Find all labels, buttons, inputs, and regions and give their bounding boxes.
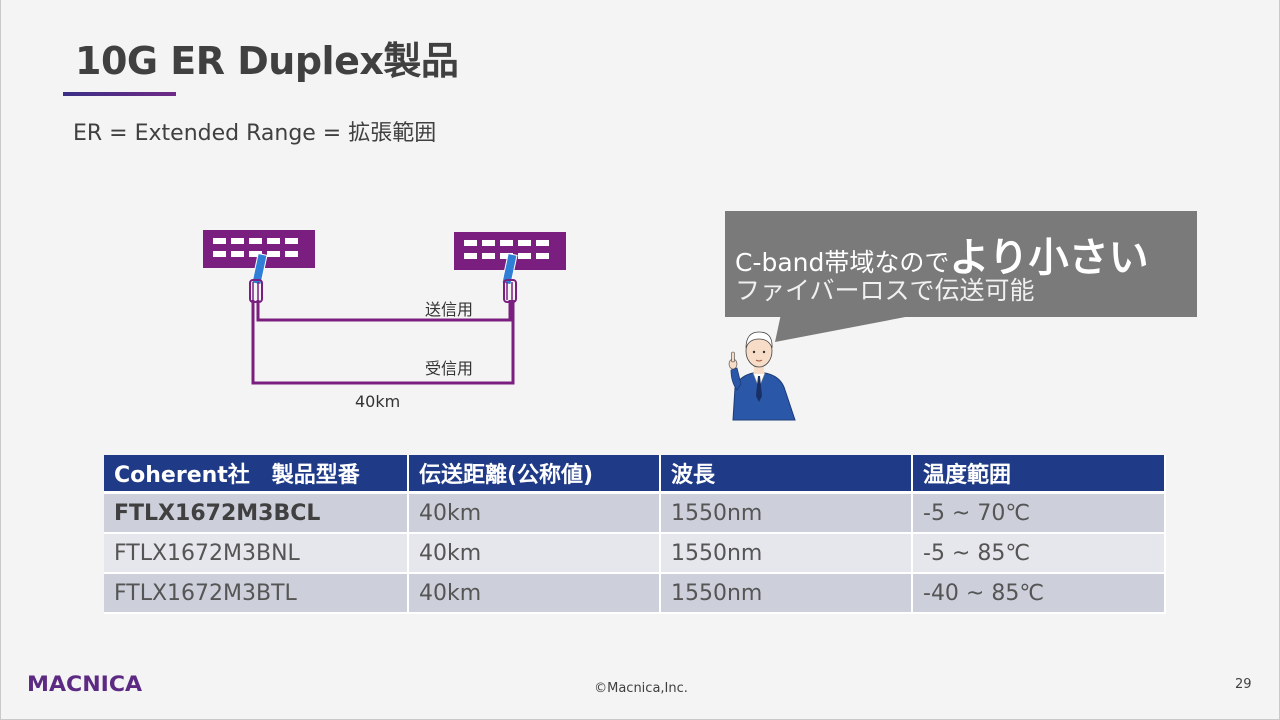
cell-distance: 40km <box>408 533 661 574</box>
product-table: Coherent社 製品型番 伝送距離(公称値) 波長 温度範囲 FTLX167… <box>104 455 1166 614</box>
cell-temperature: -5 ~ 85℃ <box>912 533 1166 574</box>
subtitle: ER = Extended Range = 拡張範囲 <box>73 121 437 146</box>
cell-wavelength: 1550nm <box>660 573 913 614</box>
header-part-number: Coherent社 製品型番 <box>104 455 409 494</box>
cell-temperature: -5 ~ 70℃ <box>912 492 1166 534</box>
table-row: FTLX1672M3BCL 40km 1550nm -5 ~ 70℃ <box>104 492 1166 534</box>
callout-line2: ファイバーロスで伝送可能 <box>735 276 1035 305</box>
right-connector-icon <box>501 252 518 303</box>
table-row: FTLX1672M3BNL 40km 1550nm -5 ~ 85℃ <box>104 533 1166 574</box>
left-switch-icon <box>203 230 315 268</box>
speech-callout: C-band帯域なのでより小さい ファイバーロスで伝送可能 <box>725 211 1197 317</box>
tx-label: 送信用 <box>425 300 474 319</box>
header-distance: 伝送距離(公称値) <box>408 455 661 494</box>
cell-distance: 40km <box>408 573 661 614</box>
tx-fiber-line <box>256 300 512 322</box>
rx-fiber-line <box>251 300 515 385</box>
copyright: ©Macnica,Inc. <box>594 681 688 696</box>
page-title: 10G ER Duplex製品 <box>75 39 459 83</box>
page-number: 29 <box>1235 677 1252 692</box>
table-row: FTLX1672M3BTL 40km 1550nm -40 ~ 85℃ <box>104 573 1166 614</box>
cell-temperature: -40 ~ 85℃ <box>912 573 1166 614</box>
cell-wavelength: 1550nm <box>660 492 913 534</box>
cell-part-number: FTLX1672M3BNL <box>104 533 409 574</box>
rx-label: 受信用 <box>425 359 474 378</box>
distance-label: 40km <box>355 392 401 411</box>
businessman-illustration <box>728 331 796 421</box>
callout-emphasis: より小さい <box>949 235 1149 281</box>
cell-wavelength: 1550nm <box>660 533 913 574</box>
table-header-row: Coherent社 製品型番 伝送距離(公称値) 波長 温度範囲 <box>104 455 1166 494</box>
cell-part-number: FTLX1672M3BTL <box>104 573 409 614</box>
macnica-logo: MACNICA <box>27 672 143 696</box>
callout-prefix: C-band帯域なので <box>735 248 950 277</box>
header-temperature: 温度範囲 <box>912 455 1166 494</box>
fiber-link-diagram: 送信用 受信用 40km <box>191 220 591 424</box>
cell-distance: 40km <box>408 492 661 534</box>
callout-line1: C-band帯域なのでより小さい <box>735 225 1149 283</box>
callout-tail <box>775 314 921 342</box>
header-wavelength: 波長 <box>660 455 913 494</box>
cell-part-number: FTLX1672M3BCL <box>104 492 409 534</box>
title-underline <box>63 92 176 96</box>
diagram-graphic <box>203 230 566 385</box>
left-connector-icon <box>249 252 268 303</box>
